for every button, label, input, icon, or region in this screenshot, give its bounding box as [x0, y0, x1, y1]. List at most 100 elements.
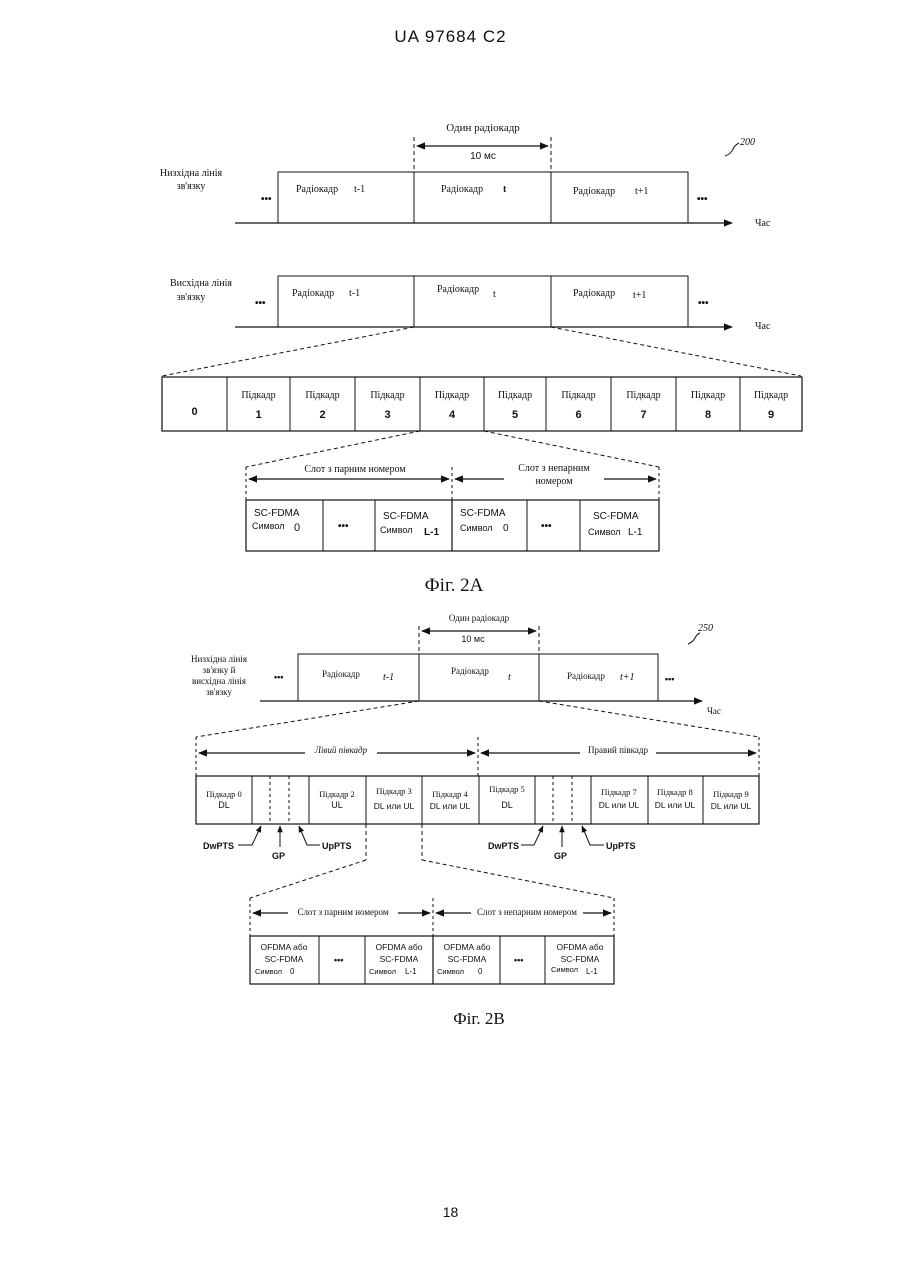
symbol-ellipsis: ••• — [514, 955, 523, 965]
subframe-index: 9 — [768, 409, 774, 421]
uppts-label-left: UpPTS — [322, 841, 352, 851]
figure-2b: Один радіокадр 10 мс 250 Низхідна лінія … — [191, 613, 759, 1028]
ul-frame-idx: t+1 — [633, 290, 646, 301]
reference-250-leader — [688, 633, 700, 644]
downlink-label-2: зв'язку — [177, 181, 206, 192]
dl-frame-idx: t-1 — [354, 184, 365, 195]
downlink-frames-box — [278, 172, 688, 223]
symbol-sc-fdma: SC-FDMA — [383, 511, 429, 522]
symbol-word: Символ — [255, 967, 282, 976]
dwpts-label-left: DwPTS — [203, 841, 234, 851]
tdd-sf-label-2: DL или UL — [430, 801, 471, 811]
dwpts-label-right: DwPTS — [488, 841, 519, 851]
gp-label-right: GP — [554, 851, 567, 861]
ofdma-label: OFDMA або — [557, 942, 604, 952]
odd-slot-label-1: Слот з непарним — [518, 463, 590, 474]
frame-word: Радіокадр — [567, 671, 605, 681]
symbol-word: Символ — [460, 523, 492, 533]
zoom-line-left — [196, 701, 419, 737]
subframes-row — [162, 377, 802, 431]
zoom-line-left — [162, 327, 414, 376]
symbol-idx: L-1 — [405, 967, 417, 976]
duration-label: 10 мс — [461, 634, 485, 644]
gp-label-left: GP — [272, 851, 285, 861]
downlink-ellipsis-right: ••• — [697, 194, 708, 205]
reference-200-leader — [725, 143, 739, 156]
slot-zoom-right — [422, 860, 614, 898]
frame-idx: t — [508, 672, 511, 683]
symbol-word: Символ — [588, 527, 620, 537]
downlink-ellipsis-left: ••• — [261, 194, 272, 205]
dwpts-leader-left — [238, 826, 261, 845]
subframe-labels: 0Підкадр1Підкадр2Підкадр3Підкадр4Підкадр… — [191, 390, 788, 421]
sc-fdma-label: SC-FDMA — [380, 954, 419, 964]
zoom-line-right — [539, 701, 759, 737]
odd-slot-label-2: номером — [535, 476, 573, 487]
tdd-sf-label-2: DL — [501, 800, 513, 810]
downlink-label-1: Низхідна лінія — [160, 168, 223, 179]
page-number: 18 — [0, 1204, 901, 1220]
dwpts-leader-right — [521, 826, 543, 845]
subframe-word: Підкадр — [754, 390, 788, 401]
uppts-leader-right — [582, 826, 604, 845]
one-radio-frame-label: Один радіокадр — [446, 122, 520, 134]
tdd-sf-label-2: DL или UL — [711, 801, 752, 811]
sc-fdma-label: SC-FDMA — [561, 954, 600, 964]
symbol-idx: 0 — [478, 967, 483, 976]
tdd-sf-label-2: DL или UL — [655, 800, 696, 810]
uplink-time-label: Час — [755, 321, 771, 332]
sc-fdma-label: SC-FDMA — [448, 954, 487, 964]
subframe-index: 5 — [512, 409, 518, 421]
uppts-leader-left — [299, 826, 320, 845]
dl-frame-idx: t+1 — [635, 186, 648, 197]
ul-frame-idx: t-1 — [349, 288, 360, 299]
symbol-sc-fdma: SC-FDMA — [254, 508, 300, 519]
subframe-word: Підкадр — [498, 390, 532, 401]
symbol-word: Символ — [369, 967, 396, 976]
zoom-line-right — [551, 327, 801, 376]
frame-word: Радіокадр — [451, 666, 489, 676]
even-slot-label: Слот з парним номером — [297, 907, 388, 917]
uplink-frames-box — [278, 276, 688, 327]
tdd-sf-label-2: UL — [331, 800, 343, 810]
slot-zoom-left — [246, 431, 420, 467]
uppts-label-right: UpPTS — [606, 841, 636, 851]
subframe-word: Підкадр — [626, 390, 660, 401]
frame-idx: t+1 — [620, 672, 635, 683]
reference-250: 250 — [698, 623, 713, 634]
subframe-index: 3 — [384, 409, 390, 421]
dl-frame-word: Радіокадр — [296, 184, 338, 195]
symbol-idx: L-1 — [586, 967, 598, 976]
figure-2a-caption: Фіг. 2А — [425, 575, 484, 596]
even-slot-label: Слот з парним номером — [304, 464, 406, 475]
uplink-ellipsis-right: ••• — [698, 298, 709, 309]
symbol-idx: 0 — [290, 967, 295, 976]
tdd-sf-label-2: DL — [218, 800, 230, 810]
ofdma-label: OFDMA або — [444, 942, 491, 952]
tdd-sf-label-1: Підкадр 2 — [319, 789, 355, 799]
subframe-index: 4 — [449, 409, 456, 421]
duration-label: 10 мс — [470, 151, 496, 162]
tdd-sf-label-1: Підкадр 0 — [206, 789, 242, 799]
frame-word: Радіокадр — [322, 669, 360, 679]
symbol-word: Символ — [380, 525, 412, 535]
link-label-3: висхідна лінія — [192, 676, 246, 686]
ellipsis-left: ••• — [274, 672, 283, 682]
tdd-sf-label-1: Підкадр 5 — [489, 784, 525, 794]
symbol-ellipsis: ••• — [334, 955, 343, 965]
symbol-idx: L-1 — [424, 527, 439, 538]
dl-frame-word: Радіокадр — [573, 186, 615, 197]
downlink-time-label: Час — [755, 218, 771, 229]
symbol-idx: L-1 — [628, 527, 643, 538]
tdd-sf-label-1: Підкадр 8 — [657, 787, 693, 797]
subframe-index: 7 — [640, 409, 646, 421]
tdd-sf-label-2: DL или UL — [599, 800, 640, 810]
link-label-4: зв'язку — [206, 687, 232, 697]
right-half-label: Правий півкадр — [588, 745, 649, 755]
subframe-word: Підкадр — [435, 390, 469, 401]
link-label-1: Низхідна лінія — [191, 654, 247, 664]
tdd-sf-label-1: Підкадр 9 — [713, 789, 749, 799]
subframe-word: Підкадр — [305, 390, 339, 401]
